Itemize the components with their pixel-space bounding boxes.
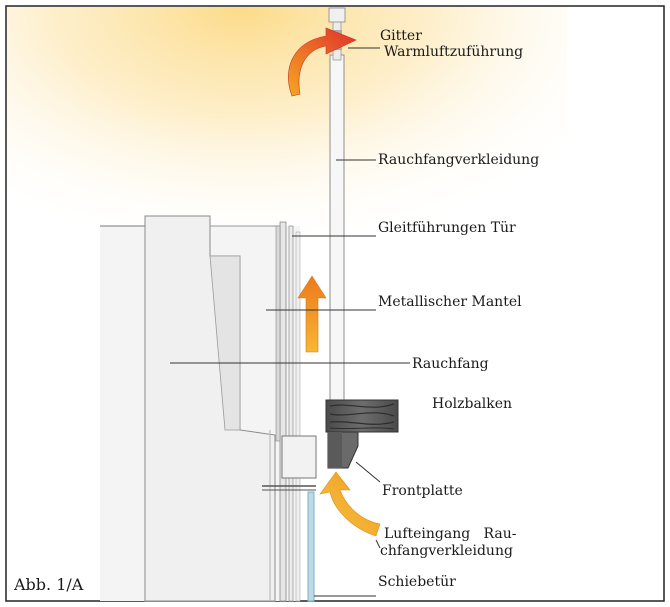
label-lufteingang-line1: Lufteingang Rau- [384,526,517,542]
curved-arrow-right-icon [288,27,357,97]
label-metallischer-mantel: Metallischer Mantel [378,294,522,310]
sliding-door-glass [307,491,315,602]
chimney-body [100,215,300,602]
label-warmluftzufuehrung: Warmluftzuführung [384,44,523,60]
label-lufteingang-line2: chfangverkleidung [380,543,513,559]
label-holzbalken: Holzbalken [432,396,512,412]
door-guides [275,221,301,602]
label-frontplatte: Frontplatte [382,483,463,499]
label-rauchfang: Rauchfang [412,356,489,372]
chimney-cladding [328,7,346,402]
figure-caption: Abb. 1/A [13,575,84,594]
arrow-up-icon [297,275,327,353]
wood-beam [325,399,399,433]
label-gitter: Gitter [380,28,422,44]
label-schiebetuer: Schiebetür [378,574,456,590]
label-gleitfuehrungen-tuer: Gleitführungen Tür [378,220,516,236]
curved-arrow-up-icon [319,471,381,537]
label-rauchfangverkleidung: Rauchfangverkleidung [378,152,539,168]
door-frame-box [281,435,317,479]
leader-lines [170,47,410,597]
